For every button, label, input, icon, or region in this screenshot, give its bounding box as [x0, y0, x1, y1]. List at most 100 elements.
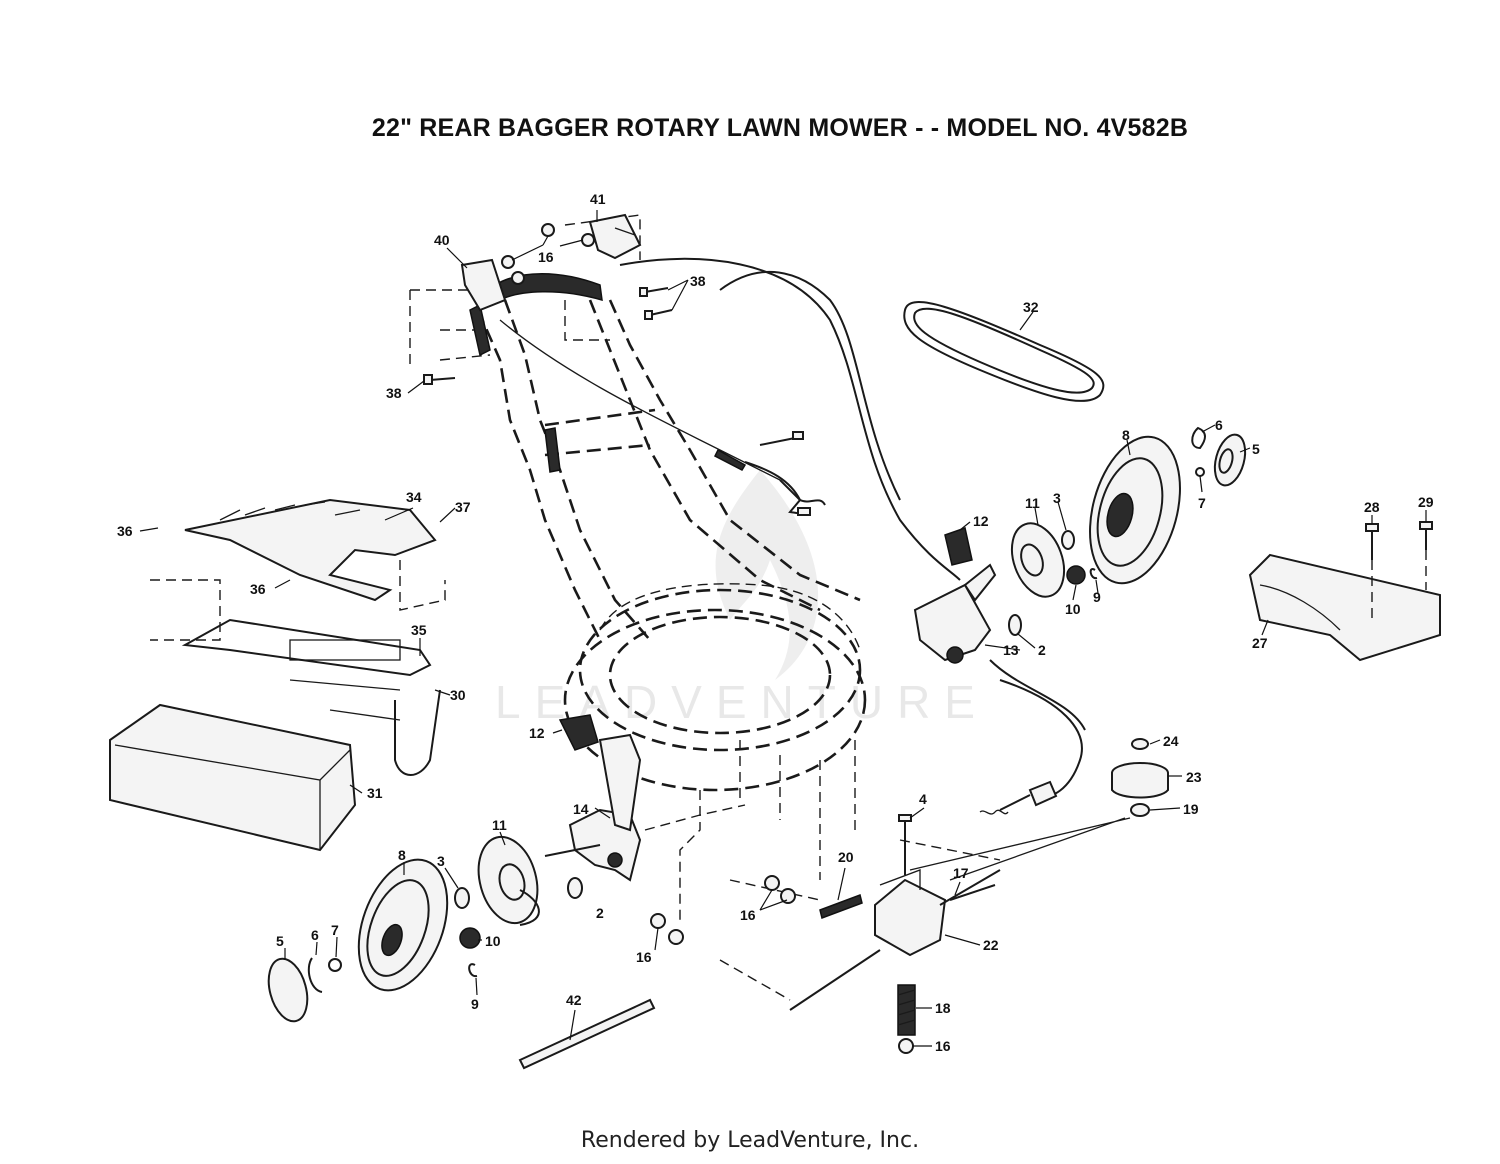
mower-deck: [563, 583, 867, 920]
callout-11: 11: [1025, 495, 1040, 511]
bolts-38: [423, 287, 673, 385]
right-pulley-11: [1010, 522, 1066, 598]
callout-36: 36: [117, 523, 133, 539]
callout-41: 41: [590, 191, 606, 207]
callout-16: 16: [935, 1038, 951, 1054]
drive-pulley-23: [1111, 762, 1169, 799]
left-washer-2: [567, 877, 583, 899]
left-pulley-11: [477, 835, 540, 926]
callout-10: 10: [1065, 601, 1081, 617]
callout-23: 23: [1186, 769, 1202, 785]
right-washer-2: [1008, 614, 1022, 636]
callout-31: 31: [367, 785, 383, 801]
right-washer-7: [1195, 467, 1205, 477]
callout-4: 4: [919, 791, 927, 807]
callout-13: 13: [1003, 642, 1019, 658]
callout-9: 9: [471, 996, 479, 1012]
grass-bag-31: [109, 703, 357, 852]
callout-35: 35: [411, 622, 427, 638]
callout-36: 36: [250, 581, 266, 597]
diagram-title: 22" REAR BAGGER ROTARY LAWN MOWER - - MO…: [371, 114, 1189, 142]
right-hubcap-5: [1213, 433, 1247, 487]
axle-42: [518, 998, 656, 1070]
left-washer-3: [454, 887, 470, 909]
bag-frame-35: [181, 618, 432, 677]
control-housing-41: [588, 213, 642, 260]
watermark: LEADVENTURE: [495, 470, 975, 728]
bag-top-frame-34: [150, 498, 446, 641]
control-cable: [499, 257, 1083, 815]
rear-deflector-27: [1248, 553, 1441, 662]
right-clip-6: [1191, 426, 1206, 450]
spring-20: [819, 894, 863, 919]
callout-12: 12: [973, 513, 989, 529]
callout-labels: 41 40 16 38 38 32 6 5 8 7 11 3 12 10 9 2…: [117, 191, 1434, 1054]
bag-rod-30: [289, 639, 441, 776]
right-wheel-8: [1089, 435, 1181, 585]
callout-34: 34: [406, 489, 422, 505]
nut-24: [1131, 738, 1149, 750]
callout-12: 12: [529, 725, 545, 741]
footer-credit: Rendered by LeadVenture, Inc.: [580, 1128, 920, 1153]
callout-3: 3: [437, 853, 445, 869]
screws-28-29: [1365, 521, 1433, 620]
callout-38: 38: [386, 385, 402, 401]
callout-8: 8: [1122, 427, 1130, 443]
callout-16: 16: [636, 949, 652, 965]
callout-7: 7: [331, 922, 339, 938]
callout-27: 27: [1252, 635, 1268, 651]
left-spring-12: [558, 714, 599, 751]
callout-24: 24: [1163, 733, 1179, 749]
bolt-4: [898, 814, 912, 875]
nuts-16-top: [501, 223, 595, 285]
callout-14: 14: [573, 801, 589, 817]
belt-32: [903, 301, 1105, 402]
callout-30: 30: [450, 687, 466, 703]
callout-10: 10: [485, 933, 501, 949]
left-ring-9: [468, 963, 478, 978]
callout-9: 9: [1093, 589, 1101, 605]
nut-16-lower: [898, 1038, 914, 1054]
callout-29: 29: [1418, 494, 1434, 510]
callout-42: 42: [566, 992, 582, 1008]
nuts-16-middle: [650, 875, 796, 945]
left-gear-10: [459, 927, 481, 949]
callout-18: 18: [935, 1000, 951, 1016]
callout-28: 28: [1364, 499, 1380, 515]
callout-6: 6: [1215, 417, 1223, 433]
callout-19: 19: [1183, 801, 1199, 817]
callout-22: 22: [983, 937, 999, 953]
shaft-17: [949, 884, 996, 901]
callout-32: 32: [1023, 299, 1039, 315]
callout-2: 2: [1038, 642, 1046, 658]
right-ring-9: [1089, 567, 1098, 580]
left-bracket-14: [544, 733, 746, 882]
left-washer-7: [328, 958, 342, 972]
left-hubcap-5: [267, 957, 309, 1023]
callout-7: 7: [1198, 495, 1206, 511]
callout-40: 40: [434, 232, 450, 248]
spacer-19: [1130, 803, 1150, 817]
callout-3: 3: [1053, 490, 1061, 506]
callout-6: 6: [311, 927, 319, 943]
spring-18: [897, 984, 916, 1036]
callout-5: 5: [276, 933, 284, 949]
callout-37: 37: [455, 499, 471, 515]
motor-guide-lines: [909, 817, 1131, 881]
right-gear-10: [1066, 565, 1086, 585]
callout-2: 2: [596, 905, 604, 921]
callout-38: 38: [690, 273, 706, 289]
callout-16: 16: [538, 249, 554, 265]
right-bracket-13: [913, 563, 997, 664]
leader-lines: [139, 210, 1427, 1047]
callout-20: 20: [838, 849, 854, 865]
left-clip-6: [307, 957, 323, 993]
callout-11: 11: [492, 817, 507, 833]
callout-8: 8: [398, 847, 406, 863]
watermark-flame-icon: [715, 470, 819, 680]
callout-5: 5: [1252, 441, 1260, 457]
deck-outline: [719, 270, 1086, 731]
callout-16: 16: [740, 907, 756, 923]
left-wheel-8: [357, 858, 449, 992]
